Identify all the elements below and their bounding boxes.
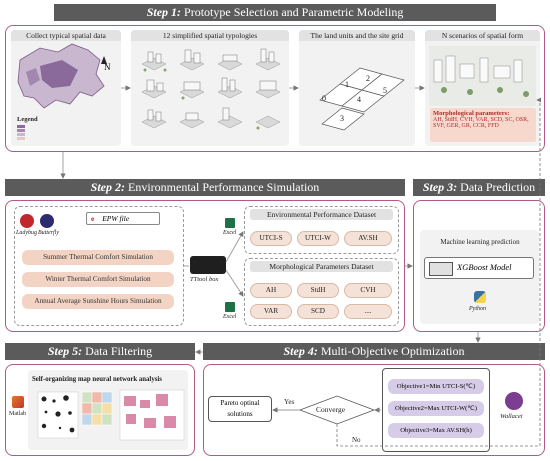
simulation-group — [14, 206, 184, 326]
excel-label-top: Excel — [223, 230, 237, 236]
svg-text:N: N — [104, 62, 111, 72]
step5-label: Step 5: — [47, 344, 83, 358]
winter-simulation: Winter Thermal Comfort Simulation — [22, 272, 174, 287]
morph-parameters-list: AH, StdH, CVH, VAR, SCD, SC, OSR, SVF, G… — [433, 117, 529, 129]
pareto-box: Pareto optinal solutions — [208, 396, 272, 422]
morph-item-more: .... — [344, 304, 392, 319]
wallacei-icon — [505, 392, 523, 410]
morph-item-scd: SCD — [297, 304, 339, 319]
morph-item-var: VAR — [250, 304, 292, 319]
python-label: Python — [469, 306, 486, 312]
morph-item-ah: AH — [250, 283, 292, 298]
excel-icon-top — [225, 218, 235, 228]
grid-cell-0: 0 — [322, 94, 326, 103]
env-dataset-group — [244, 206, 399, 254]
spatial-data-header: Collect typical spatial data — [11, 30, 121, 41]
step3-banner: Step 3: Data Prediction — [413, 179, 545, 196]
xgboost-box: XGBoost Model — [424, 257, 534, 279]
step1-banner: Step 1: Prototype Selection and Parametr… — [54, 4, 496, 21]
epw-icon: e — [91, 214, 95, 223]
objective-2: Objective2=Max UTCI-W(℃) — [388, 401, 484, 416]
env-item-avsh: AV.SH — [344, 231, 392, 246]
ttool-box-icon — [190, 256, 226, 274]
ttool-box-label: TTtool box — [190, 276, 219, 283]
morph-dataset-group — [244, 258, 399, 326]
env-dataset-title: Environmental Performance Dataset — [250, 209, 393, 220]
grid-cell-4: 4 — [357, 95, 361, 104]
step4-frame — [203, 364, 545, 456]
morph-dataset-title: Morphological Parameters Dataset — [250, 261, 393, 272]
step5-title: Data Filtering — [85, 344, 153, 358]
objective-1: Objective1=Min UTCI-S(℃) — [388, 379, 484, 394]
summer-simulation: Summer Thermal Comfort Simulation — [22, 250, 174, 265]
step2-banner: Step 2: Environmental Performance Simula… — [5, 179, 405, 196]
matlab-icon — [12, 396, 24, 408]
som-label: Self-organizing map neural network analy… — [32, 376, 162, 383]
objective-3: Objective3=Max AV.SH(h) — [388, 423, 484, 438]
converge-label: Converge — [316, 405, 346, 414]
morph-parameters-box: Morphological parameters: AH, StdH, CVH,… — [430, 108, 536, 142]
morph-parameters-title: Morphological parameters: — [433, 110, 510, 117]
env-item-utci-s: UTCI-S — [250, 231, 292, 246]
step1-frame — [5, 25, 545, 152]
map-legend-swatches — [17, 125, 57, 143]
wallacei-label: Wallacei — [500, 413, 523, 420]
grid-cell-2: 2 — [366, 74, 370, 83]
morph-item-stdh: StdH — [297, 283, 339, 298]
butterfly-label: Butterfly — [38, 230, 59, 236]
step3-frame — [413, 200, 545, 332]
yes-label: Yes — [284, 398, 295, 406]
map-legend-title: Legend — [17, 116, 38, 123]
excel-label-bottom: Excel — [223, 314, 237, 320]
ladybug-label: Ladybug — [16, 230, 37, 236]
step5-frame — [5, 364, 195, 456]
grid-cell-5: 5 — [383, 86, 387, 95]
python-icon — [474, 291, 486, 303]
grid-cell-1: 1 — [345, 80, 349, 89]
xgboost-label: XGBoost Model — [457, 262, 512, 272]
step2-title: Environmental Performance Simulation — [128, 180, 320, 194]
butterfly-icon — [40, 214, 54, 228]
pareto-label: Pareto optinal solutions — [220, 399, 260, 418]
step5-banner: Step 5: Data Filtering — [5, 343, 195, 360]
env-item-utci-w: UTCI-W — [297, 231, 339, 246]
step4-banner: Step 4: Multi-Objective Optimization — [203, 343, 545, 360]
scenarios-header: N scenarios of spatial form — [425, 30, 540, 41]
grid-cell-3: 3 — [340, 114, 344, 123]
matlab-label: Matlab — [9, 411, 26, 417]
step2-frame — [5, 200, 405, 332]
step3-label: Step 3: — [422, 180, 458, 194]
no-label: No — [352, 436, 361, 444]
step1-label: Step 1: — [146, 5, 182, 19]
ml-prediction-label: Machine learning prediction — [440, 238, 520, 246]
step2-label: Step 2: — [90, 180, 126, 194]
step4-label: Step 4: — [283, 344, 318, 358]
step4-title: Multi-Objective Optimization — [320, 344, 465, 358]
epw-label: EPW file — [102, 214, 130, 223]
xgboost-icon — [429, 262, 453, 276]
step3-title: Data Prediction — [460, 180, 536, 194]
typologies-header: 12 simplified spatial typologies — [131, 30, 289, 41]
step1-title: Prototype Selection and Parametric Model… — [184, 5, 404, 19]
ladybug-icon — [20, 214, 34, 228]
sunshine-simulation: Annual Average Sunshine Hours Simulation — [22, 294, 174, 309]
epw-file-box: e EPW file — [86, 212, 160, 225]
objectives-group — [382, 368, 490, 452]
morph-item-cvh: CVH — [344, 283, 392, 298]
land-units-header: The land units and the site grid — [299, 30, 415, 41]
excel-icon-bottom — [225, 302, 235, 312]
